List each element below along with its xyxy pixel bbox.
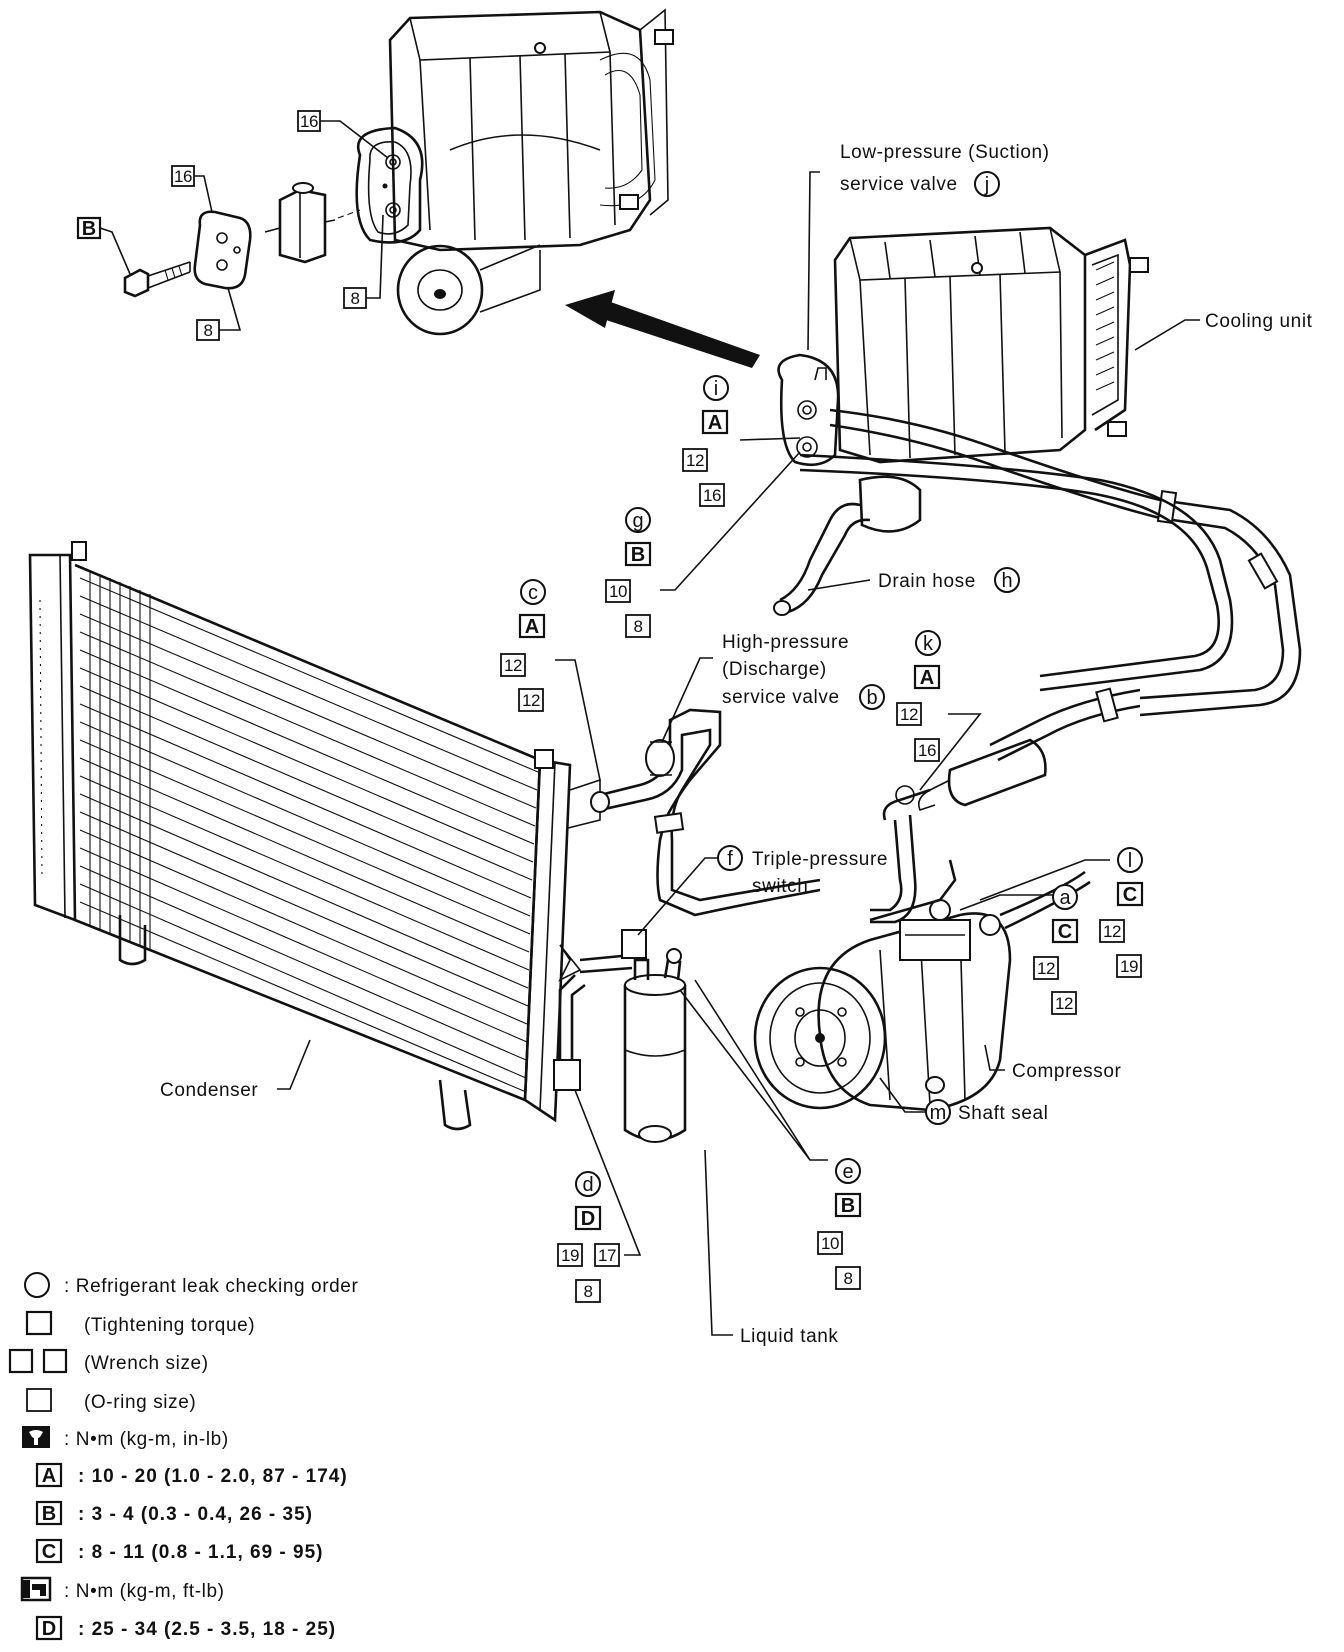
callout-d-size-3: 8 [584, 1282, 593, 1301]
callout-a-letter: a [1059, 887, 1071, 909]
legend-unit-inlb: : N•m (kg-m, in-lb) [64, 1429, 229, 1450]
callout-l-letter: l [1128, 850, 1132, 872]
callout-i-size-2: 16 [703, 486, 721, 505]
leak-order-symbol [24, 1272, 50, 1298]
low-pressure-order-letter: j [984, 174, 989, 196]
spec-c-box [35, 1538, 63, 1564]
plate-oring-upper: 16 [174, 167, 192, 186]
high-pressure-label-line3: service valve [722, 687, 840, 708]
callout-i-torque: A [708, 412, 722, 434]
shaft-seal-label: Shaft seal [958, 1103, 1049, 1124]
callout-k-letter: k [923, 633, 934, 655]
low-pressure-label-line2: service valve [840, 174, 958, 195]
callout-a-torque: C [1058, 921, 1072, 943]
discharge-line-drawing [590, 708, 821, 917]
valve-oring-upper: 16 [300, 112, 318, 131]
spec-a-value: : 10 - 20 (1.0 - 2.0, 87 - 174) [78, 1466, 348, 1487]
triple-switch-label-line1: Triple-pressure [752, 849, 888, 870]
expansion-valve-detail: B 16 8 16 8 [76, 8, 674, 341]
callout-g-torque: B [631, 544, 645, 566]
wrench-size-symbol-2 [42, 1348, 68, 1374]
spec-b-box [35, 1500, 63, 1526]
bolt-drawing [123, 261, 191, 298]
drain-hose-drawing [773, 502, 871, 616]
callout-e-letter: e [842, 1161, 853, 1183]
torque-wrench-icon [22, 1426, 50, 1448]
expansion-valve-drawing [264, 182, 361, 264]
valve-oring-lower: 8 [351, 289, 360, 308]
cooling-unit-detail-drawing [355, 8, 674, 336]
callout-d-size-2: 17 [598, 1246, 616, 1265]
callout-e-torque: B [841, 1195, 855, 1217]
spec-a-box [35, 1462, 63, 1488]
triple-switch-order-letter: f [727, 848, 733, 870]
callout-c-size-2: 12 [522, 691, 540, 710]
high-pressure-label-line1: High-pressure [722, 632, 849, 653]
callout-d-size-1: 19 [561, 1246, 579, 1265]
compressor-label: Compressor [1012, 1061, 1122, 1082]
high-pressure-order-letter: b [866, 687, 877, 709]
low-pressure-label-line1: Low-pressure (Suction) [840, 142, 1050, 163]
high-pressure-label-line2: (Discharge) [722, 659, 827, 680]
callout-g-size-2: 8 [634, 617, 643, 636]
cooling-unit-label: Cooling unit [1205, 311, 1313, 332]
callout-a-size-2: 12 [1055, 994, 1073, 1013]
callout-l-size-2: 19 [1120, 957, 1138, 976]
drain-hose-order-letter: h [1001, 570, 1012, 592]
spec-a-code: A [42, 1465, 56, 1487]
callout-c-letter: c [528, 582, 538, 604]
gasket-plate-drawing [193, 210, 252, 290]
liquid-tank-label: Liquid tank [740, 1326, 839, 1347]
callout-c-size-1: 12 [504, 656, 522, 675]
callout-e-size-1: 10 [821, 1234, 839, 1253]
wrench-size-symbol-1 [8, 1348, 34, 1374]
legend-oring-size: (O-ring size) [84, 1392, 196, 1413]
detail-arrow [565, 290, 760, 368]
callout-g-letter: g [632, 510, 643, 532]
callout-i-letter: i [714, 378, 718, 400]
legend: : Refrigerant leak checking order (Tight… [8, 1272, 358, 1641]
condenser-drawing [28, 541, 601, 1131]
cooling-unit-drawing [777, 226, 1149, 533]
shaft-seal-order-letter: m [930, 1102, 947, 1124]
callout-k-torque: A [920, 667, 934, 689]
callout-k-size-2: 16 [918, 741, 936, 760]
spec-c-code: C [42, 1541, 56, 1563]
liquid-tank-drawing [553, 929, 687, 1143]
callout-d-torque: D [581, 1208, 595, 1230]
spec-b-value: : 3 - 4 (0.3 - 0.4, 26 - 35) [78, 1504, 313, 1525]
legend-wrench-size: (Wrench size) [84, 1353, 209, 1374]
callout-g-size-1: 10 [609, 582, 627, 601]
spec-d-box [35, 1615, 63, 1641]
callout-l-size-1: 12 [1103, 922, 1121, 941]
callout-a-size-1: 12 [1037, 959, 1055, 978]
spec-c-value: : 8 - 11 (0.8 - 1.1, 69 - 95) [78, 1542, 324, 1563]
liquid-line-drawing [799, 453, 1234, 692]
callout-d-letter: d [582, 1174, 593, 1196]
open-end-wrench-icon [20, 1576, 52, 1602]
callout-e-size-2: 8 [844, 1269, 853, 1288]
callout-l-torque: C [1123, 884, 1137, 906]
bolt-torque-code: B [82, 218, 96, 240]
condenser-label: Condenser [160, 1080, 258, 1101]
legend-leak-order: : Refrigerant leak checking order [64, 1276, 358, 1297]
plate-oring-lower: 8 [204, 321, 213, 340]
legend-torque: (Tightening torque) [84, 1315, 255, 1336]
torque-symbol [25, 1310, 53, 1336]
compressor-drawing [753, 859, 1091, 1112]
spec-d-code: D [42, 1618, 56, 1640]
suction-hose-drawing [829, 408, 1302, 924]
spec-b-code: B [42, 1503, 56, 1525]
oring-size-symbol [26, 1388, 52, 1412]
spec-d-value: : 25 - 34 (2.5 - 3.5, 18 - 25) [78, 1619, 336, 1640]
callout-k-size-1: 12 [900, 705, 918, 724]
triple-switch-label-line2: switch [752, 876, 808, 897]
callout-c-torque: A [525, 616, 539, 638]
legend-unit-ftlb: : N•m (kg-m, ft-lb) [64, 1581, 225, 1602]
callout-i-size-1: 12 [686, 451, 704, 470]
drain-hose-label: Drain hose [878, 571, 976, 592]
